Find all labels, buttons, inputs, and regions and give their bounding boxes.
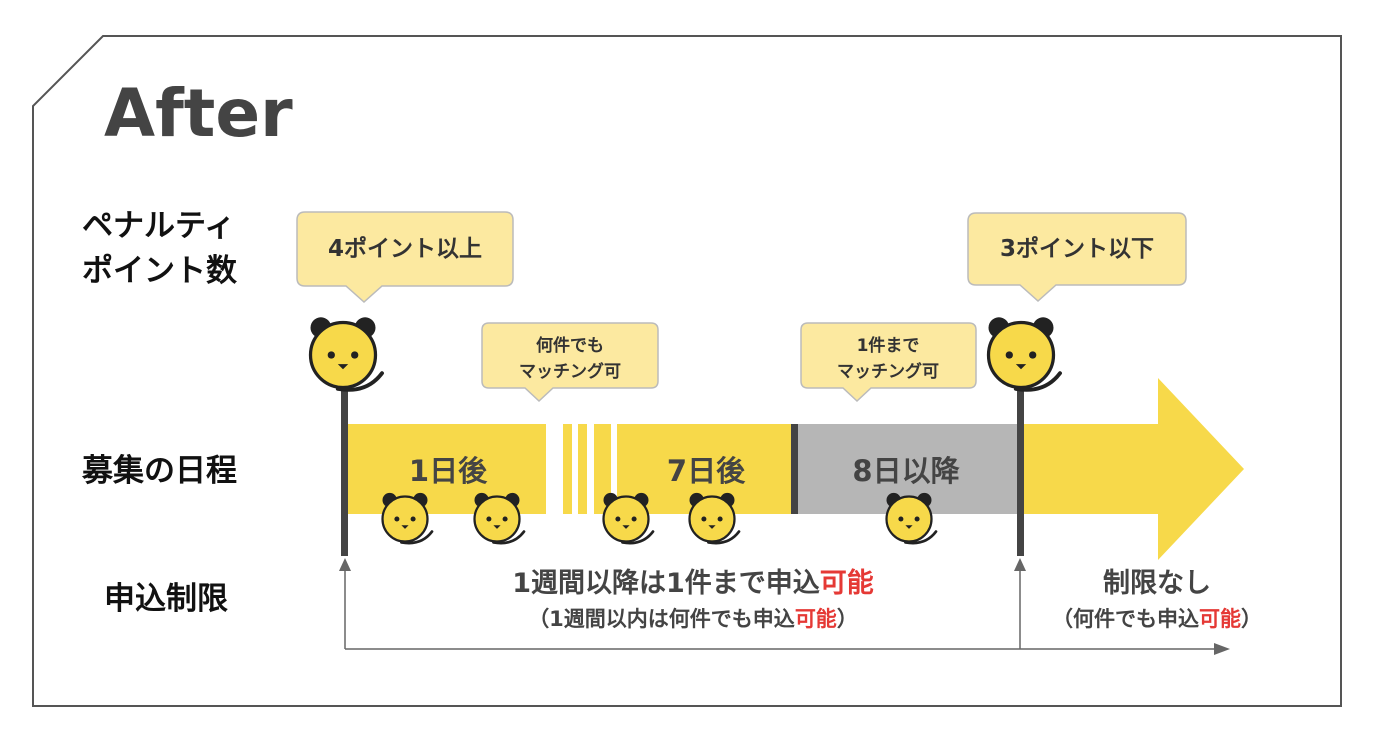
timeline-stripe bbox=[563, 424, 572, 514]
row-label-penalty-line2: ポイント数 bbox=[82, 253, 237, 289]
post-end bbox=[1017, 384, 1024, 556]
page-title: After bbox=[104, 75, 293, 152]
row-label-penalty-line1: ペナルティ bbox=[82, 208, 235, 244]
arrow-up-icon bbox=[339, 558, 351, 571]
callout-any-line2: マッチング可 bbox=[519, 361, 621, 382]
timeline-stripe bbox=[594, 424, 611, 514]
restriction-main-emph: 可能 bbox=[820, 567, 874, 599]
callout-any-line1: 何件でも bbox=[536, 335, 604, 356]
callout-points-low-text: 3ポイント以下 bbox=[1000, 235, 1154, 262]
timeline-label-day1: 1日後 bbox=[409, 454, 488, 488]
timeline-stripe bbox=[578, 424, 587, 514]
arrow-right-icon bbox=[1020, 378, 1244, 560]
callout-points-high-text: 4ポイント以上 bbox=[328, 235, 482, 262]
restriction-main: 1週間以降は1件まで申込可能 bbox=[512, 567, 874, 599]
restriction-none-sub-text: （何件でも申込 bbox=[1052, 607, 1199, 631]
row-label-schedule: 募集の日程 bbox=[81, 453, 237, 489]
restriction-sub-emph: 可能 bbox=[795, 607, 837, 631]
callout-points-low-bubble bbox=[967, 212, 1187, 303]
restriction-none-sub: （何件でも申込可能） bbox=[1052, 607, 1262, 631]
restriction-main-text: 1週間以降は1件まで申込 bbox=[512, 568, 820, 599]
restriction-sub-text: （1週間以内は何件でも申込 bbox=[528, 607, 795, 631]
restriction-none-sub-emph: 可能 bbox=[1199, 607, 1241, 631]
timeline-label-day8: 8日以降 bbox=[852, 454, 960, 488]
callout-points-high-bubble bbox=[296, 211, 514, 304]
callout-one-line1: 1件まで bbox=[857, 335, 920, 356]
restriction-none: 制限なし bbox=[1103, 568, 1211, 599]
restriction-sub-suffix: ） bbox=[837, 607, 858, 631]
timeline-label-day7: 7日後 bbox=[667, 454, 746, 488]
outer-frame bbox=[32, 35, 1342, 707]
callout-any-bubble bbox=[481, 322, 659, 403]
row-label-restriction: 申込制限 bbox=[104, 581, 228, 617]
restriction-none-sub-suffix: ） bbox=[1241, 607, 1262, 631]
timeline-divider bbox=[791, 424, 798, 514]
callout-one-line2: マッチング可 bbox=[837, 361, 939, 382]
post-start bbox=[341, 384, 348, 556]
arrow-up-icon bbox=[1014, 558, 1026, 571]
callout-one-bubble bbox=[800, 322, 977, 403]
arrow-right-icon bbox=[1214, 643, 1230, 655]
restriction-sub: （1週間以内は何件でも申込可能） bbox=[528, 607, 858, 631]
